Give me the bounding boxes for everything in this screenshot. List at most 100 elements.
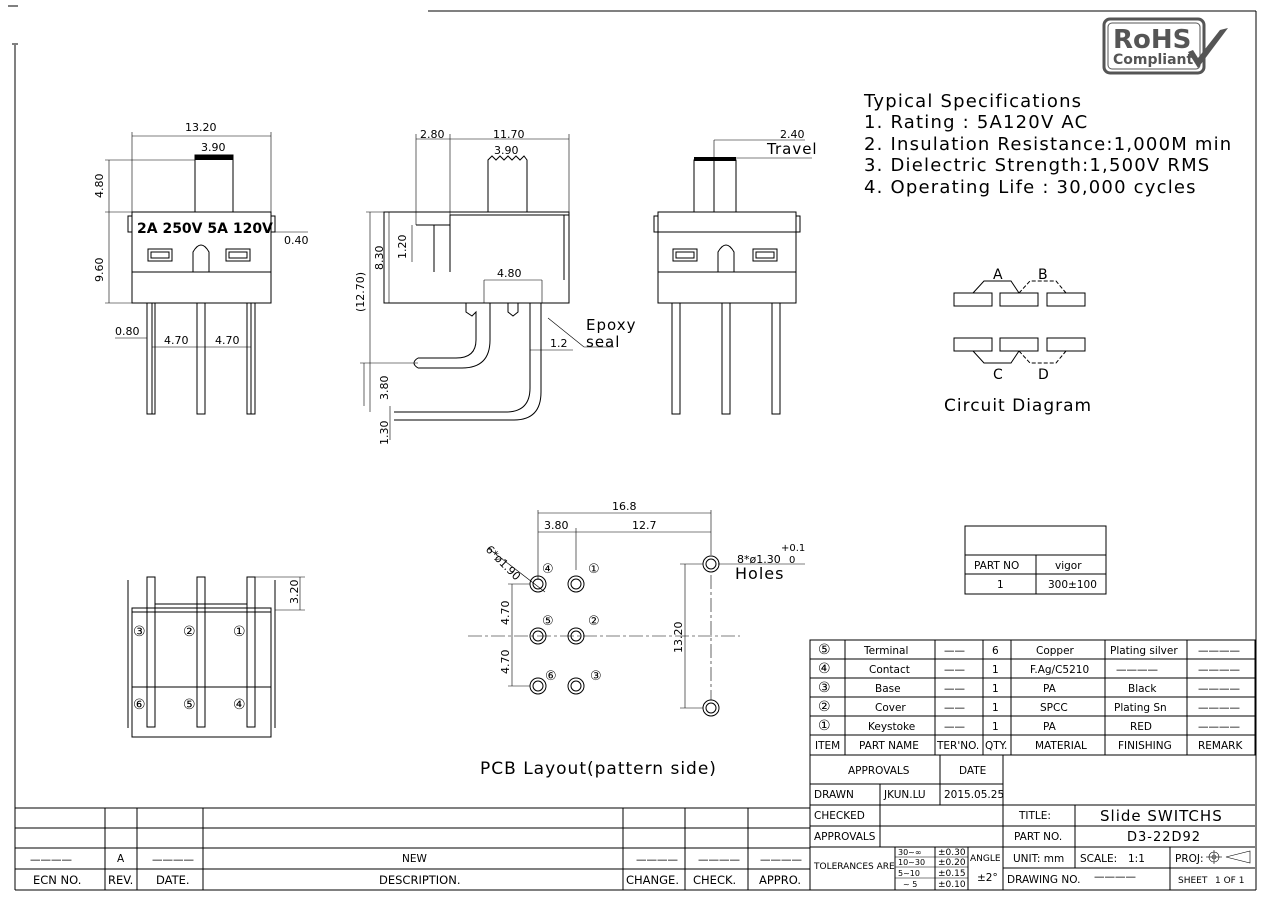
dim-travel: 2.40 — [780, 128, 805, 141]
circuit-title: Circuit Diagram — [944, 396, 1092, 416]
svg-text:————: ———— — [1198, 664, 1240, 676]
scale-value: 1:1 — [1128, 853, 1145, 865]
tol-value: ±0.15 — [938, 869, 966, 879]
dim-h2: 1.20 — [396, 235, 409, 260]
dim-pitch: 4.70 — [215, 334, 240, 347]
sheet-value: 1 OF 1 — [1215, 876, 1244, 886]
dim-v1: 4.70 — [499, 601, 512, 626]
dim-d1: 3.80 — [544, 519, 569, 532]
svg-text:A: A — [117, 853, 125, 865]
rohs-logo-text: RoHS — [1113, 25, 1191, 55]
svg-text:PART NAME: PART NAME — [859, 740, 919, 752]
svg-text:REMARK: REMARK — [1198, 740, 1243, 752]
angle-label: ANGLE — [970, 854, 1001, 864]
spec-item: 4. Operating Life : 30,000 cycles — [864, 177, 1197, 198]
pcb-pin-number: ② — [588, 614, 600, 629]
revision-block: ———— A ———— NEW ———— ———— ———— ECN NO. R… — [15, 807, 810, 890]
circuit-label-b: B — [1038, 267, 1049, 283]
svg-text:Terminal: Terminal — [863, 645, 908, 657]
checked-label: CHECKED — [814, 810, 865, 822]
dim-top-height: 4.80 — [93, 174, 106, 199]
drawn-by: JKUN.LU — [883, 789, 926, 801]
pin-number: ⑤ — [183, 697, 196, 713]
svg-text:⑤: ⑤ — [818, 642, 831, 658]
part-table-header: vigor — [1055, 560, 1082, 572]
dim-actuator: 3.90 — [201, 141, 226, 154]
svg-text:1: 1 — [992, 721, 999, 733]
pin-number: ⑥ — [133, 697, 146, 713]
drawn-date: 2015.05.25 — [944, 789, 1004, 801]
svg-text:Plating Sn: Plating Sn — [1114, 702, 1167, 714]
dim-total-height: (12.70) — [354, 272, 367, 312]
svg-text:②: ② — [818, 699, 831, 715]
sheet-frame — [8, 5, 1257, 891]
body-rating-text: 2A 250V 5A 120V — [137, 221, 273, 237]
dim-actuator: 3.90 — [494, 144, 519, 157]
dim-pin-end: 1.30 — [378, 421, 391, 446]
epoxy-seal-label: Epoxy — [586, 316, 636, 334]
svg-text:PA: PA — [1043, 721, 1057, 733]
svg-text:Contact: Contact — [869, 664, 910, 676]
check-icon — [1188, 28, 1228, 68]
svg-text:ECN NO.: ECN NO. — [33, 873, 81, 887]
pcb-pin-number: ④ — [542, 562, 554, 577]
pin-number: ① — [233, 624, 246, 640]
svg-text:SPCC: SPCC — [1040, 702, 1068, 714]
circuit-diagram: A B C D Circuit Diagram — [944, 267, 1092, 416]
part-no-value: D3-22D92 — [1127, 830, 1201, 845]
dim-overall: 16.8 — [612, 500, 637, 513]
svg-text:RED: RED — [1130, 721, 1152, 733]
svg-text:CHANGE.: CHANGE. — [626, 873, 679, 887]
pcb-pin-number: ③ — [590, 669, 602, 684]
circuit-label-a: A — [993, 267, 1004, 283]
sheet-label: SHEET — [1178, 876, 1208, 886]
tol-value: ±0.20 — [938, 858, 966, 868]
svg-text:REV.: REV. — [108, 873, 133, 887]
tol-range: 30~∞ — [898, 848, 922, 857]
end-view: 2.40 Travel — [653, 128, 817, 415]
date-label: DATE — [959, 765, 986, 777]
dim-flange: 0.40 — [284, 234, 309, 247]
bom-row: ⑤ Terminal —— 6 Copper Plating silver ——… — [818, 642, 1240, 658]
svg-text:————: ———— — [1198, 645, 1240, 657]
svg-text:Base: Base — [875, 683, 901, 695]
projection-symbol-icon — [1206, 850, 1251, 864]
svg-text:③: ③ — [818, 680, 831, 696]
side-view: 2.80 11.70 3.90 (12.70) 8.30 1.20 4.80 E… — [354, 128, 636, 446]
dim-width: 13.20 — [185, 121, 217, 134]
svg-text:MATERIAL: MATERIAL — [1035, 740, 1087, 752]
bom-row: ③ Base —— 1 PA Black ———— — [818, 680, 1240, 696]
svg-text:——: —— — [944, 664, 965, 676]
dim-pin-offset: 0.80 — [115, 325, 140, 338]
approvals-label-2: APPROVALS — [814, 831, 876, 843]
bom-header-row: ITEM PART NAME TER'NO. QTY. MATERIAL FIN… — [815, 740, 1243, 752]
bom-row: ① Keystoke —— 1 PA RED ———— — [818, 718, 1240, 734]
bom-table: ⑤ Terminal —— 6 Copper Plating silver ——… — [809, 639, 1256, 756]
title-label: TITLE: — [1018, 810, 1051, 822]
dim-d2: 12.7 — [632, 519, 657, 532]
circuit-label-d: D — [1038, 367, 1050, 383]
spec-title: Typical Specifications — [863, 91, 1082, 112]
dim-pitch: 4.70 — [164, 334, 189, 347]
spec-item: 1. Rating : 5A120V AC — [864, 112, 1088, 133]
svg-text:————: ———— — [1116, 664, 1158, 676]
pin-number: ④ — [233, 697, 246, 713]
proj-label: PROJ: — [1175, 853, 1204, 865]
svg-text:Plating silver: Plating silver — [1110, 645, 1178, 657]
svg-text:————: ———— — [30, 854, 72, 866]
tol-range: 5~10 — [898, 869, 920, 878]
tol-range: 10~30 — [898, 858, 925, 867]
drawing-no-label: DRAWING NO. — [1007, 874, 1080, 886]
rohs-logo: RoHS Compliant — [1102, 17, 1228, 75]
svg-text:——: —— — [944, 683, 965, 695]
svg-text:1: 1 — [992, 702, 999, 714]
svg-text:①: ① — [818, 718, 831, 734]
dim-h1: 8.30 — [373, 246, 386, 271]
svg-text:——: —— — [944, 702, 965, 714]
bottom-view: 3.20 ③ ② ① ⑥ ⑤ ④ — [127, 576, 305, 738]
svg-text:——: —— — [944, 721, 965, 733]
approvals-label: APPROVALS — [848, 765, 910, 777]
svg-text:————: ———— — [1198, 721, 1240, 733]
hole-tol-plus: +0.1 — [781, 543, 805, 554]
